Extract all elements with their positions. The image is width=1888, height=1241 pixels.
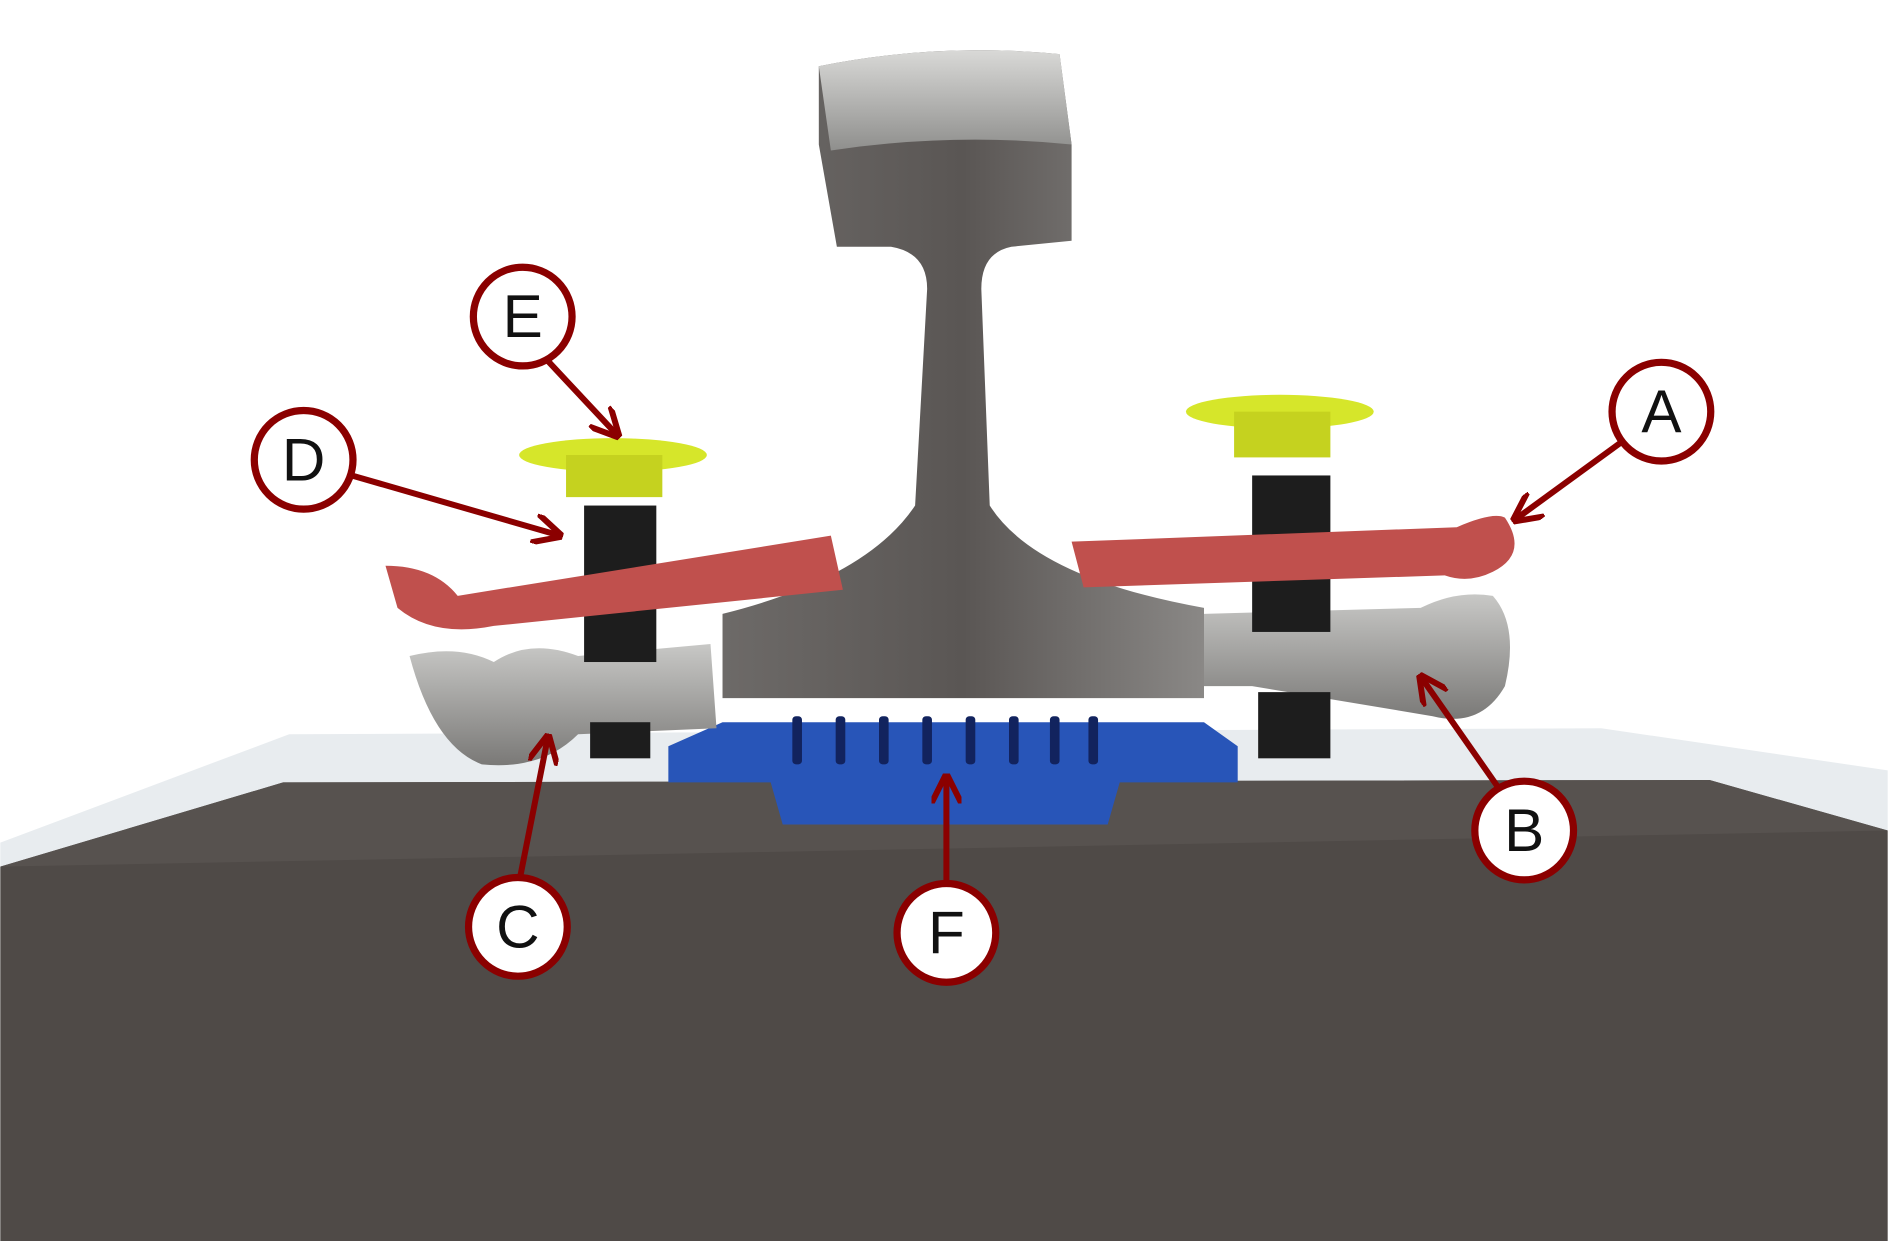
rail <box>722 50 1204 699</box>
right-shoulder-plate <box>1203 594 1511 719</box>
left-shoulder-plate <box>409 643 717 766</box>
callout-e: E <box>469 263 576 370</box>
sleeper <box>0 779 1888 1241</box>
callout-label-f: F <box>928 899 965 966</box>
left-nut <box>519 438 707 498</box>
callout-c: C <box>464 873 571 980</box>
callout-f: F <box>893 879 1000 986</box>
arrow-c <box>517 737 548 877</box>
callout-b: B <box>1471 777 1578 884</box>
callout-label-b: B <box>1504 797 1544 864</box>
callout-a: A <box>1608 358 1715 465</box>
arrow-a <box>1515 436 1628 520</box>
arrow-b <box>1421 676 1502 791</box>
callout-d: D <box>250 406 357 513</box>
arrow-e <box>545 359 618 436</box>
callout-label-e: E <box>503 283 543 350</box>
arrow-d <box>350 472 560 535</box>
left-clip <box>385 535 843 630</box>
right-bolt <box>1252 475 1331 759</box>
callout-label-a: A <box>1641 378 1682 445</box>
right-nut <box>1185 394 1374 458</box>
callout-label-d: D <box>282 426 325 493</box>
right-clip <box>1071 515 1515 588</box>
rail-pad <box>668 716 1238 825</box>
callout-label-c: C <box>496 893 539 960</box>
